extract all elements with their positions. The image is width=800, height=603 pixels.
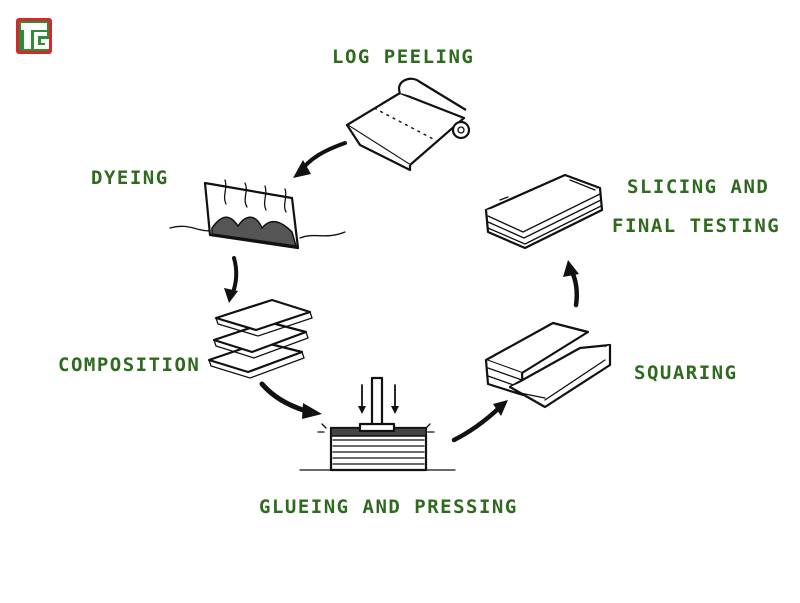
label-log-peeling: LOG PEELING	[332, 46, 475, 68]
label-final-testing: FINAL TESTING	[612, 215, 781, 237]
arrow-to-glueing	[259, 381, 322, 419]
log-peeling-illustration	[345, 77, 471, 172]
squaring-illustration	[484, 321, 612, 409]
glueing-illustration	[299, 376, 456, 472]
tc-logo-icon	[16, 18, 52, 54]
label-composition: COMPOSITION	[58, 354, 201, 376]
label-slicing-and: SLICING AND	[627, 176, 770, 198]
slicing-illustration	[484, 173, 604, 250]
label-squaring: SQUARING	[634, 362, 738, 384]
arrow-to-slicing	[563, 260, 580, 308]
composition-illustration	[207, 298, 313, 379]
arrow-to-squaring	[451, 400, 508, 443]
dyeing-illustration	[169, 179, 346, 250]
arrow-to-composition	[224, 256, 239, 303]
arrow-to-dyeing	[293, 141, 347, 178]
label-glueing-and-pressing: GLUEING AND PRESSING	[259, 496, 518, 518]
label-dyeing: DYEING	[91, 167, 169, 189]
